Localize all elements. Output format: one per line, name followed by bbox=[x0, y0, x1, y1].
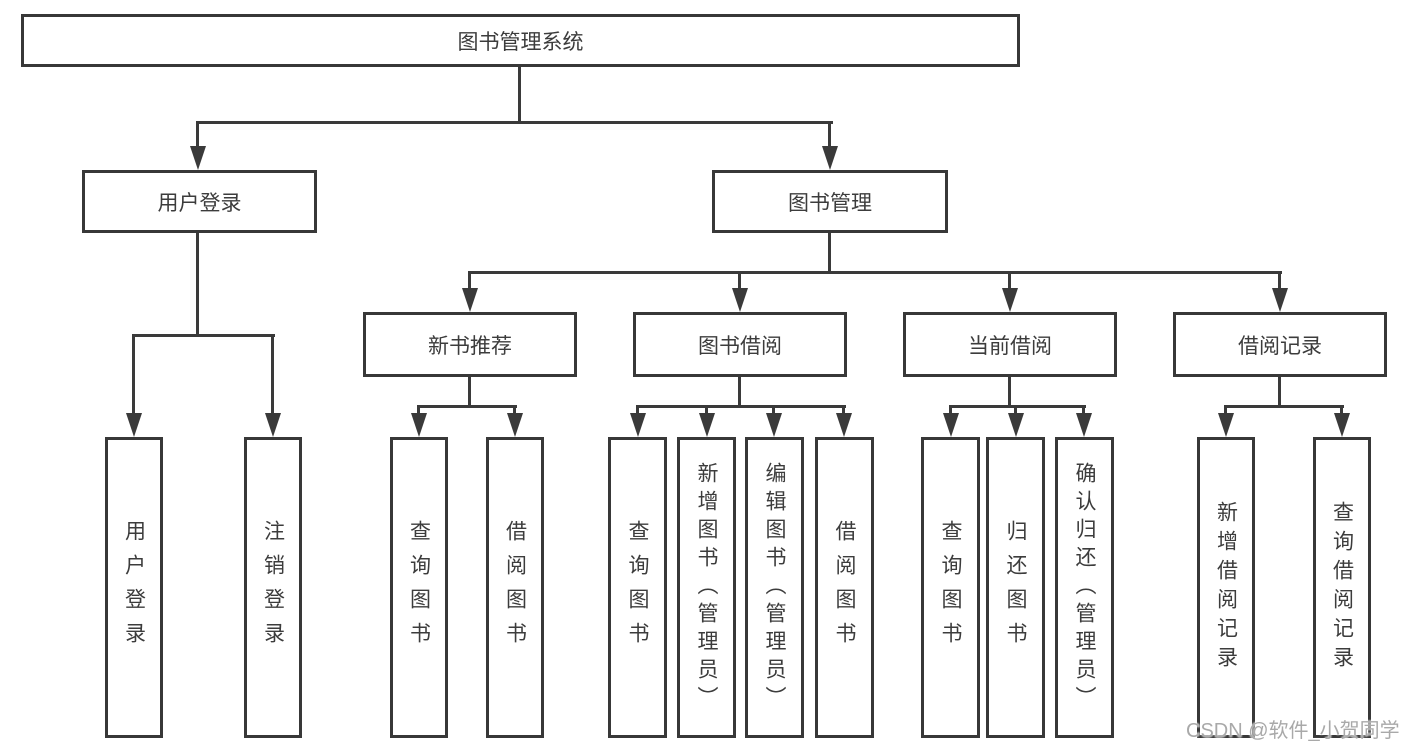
leaf-user-login: 用户登录 bbox=[105, 437, 163, 738]
connector-line bbox=[196, 121, 199, 149]
node-user-login: 用户登录 bbox=[82, 170, 317, 233]
connector-line bbox=[1224, 405, 1344, 408]
leaf-borrow-books-recommend-label: 借阅图书 bbox=[503, 519, 527, 656]
leaf-return-books: 归还图书 bbox=[986, 437, 1045, 738]
leaf-query-books-current-label: 查询图书 bbox=[939, 519, 962, 656]
connector-line bbox=[1014, 405, 1017, 416]
connector-line bbox=[1278, 271, 1281, 291]
arrowhead-down-icon bbox=[630, 413, 646, 437]
arrowhead-down-icon bbox=[1008, 413, 1024, 437]
leaf-confirm-return-admin: 确认归还（管理员） bbox=[1055, 437, 1114, 738]
connector-line bbox=[636, 405, 639, 416]
leaf-logout: 注销登录 bbox=[244, 437, 302, 738]
connector-line bbox=[417, 405, 420, 416]
leaf-borrow-books-label: 借阅图书 bbox=[833, 519, 856, 656]
leaf-add-books-admin: 新增图书（管理员） bbox=[677, 437, 736, 738]
leaf-query-borrow-record-label: 查询借阅记录 bbox=[1330, 500, 1354, 675]
node-borrowing-records-label: 借阅记录 bbox=[1238, 334, 1322, 358]
arrowhead-down-icon bbox=[411, 413, 427, 437]
node-borrowing-records: 借阅记录 bbox=[1173, 312, 1387, 377]
connector-line bbox=[705, 405, 708, 416]
connector-line bbox=[828, 233, 831, 274]
connector-line bbox=[1008, 377, 1011, 408]
connector-line bbox=[513, 405, 516, 416]
leaf-add-borrow-record-label: 新增借阅记录 bbox=[1214, 500, 1238, 675]
connector-line bbox=[772, 405, 775, 416]
leaf-user-login-label: 用户登录 bbox=[122, 519, 146, 656]
connector-line bbox=[949, 405, 952, 416]
arrowhead-down-icon bbox=[1218, 413, 1234, 437]
leaf-query-books-borrowing-label: 查询图书 bbox=[626, 519, 649, 656]
connector-line bbox=[271, 334, 274, 416]
node-library-management-system-label: 图书管理系统 bbox=[457, 30, 584, 54]
connector-line bbox=[1008, 271, 1011, 291]
connector-line bbox=[518, 67, 521, 123]
connector-line bbox=[132, 334, 135, 416]
arrowhead-down-icon bbox=[699, 413, 715, 437]
connector-line bbox=[738, 271, 741, 291]
arrowhead-down-icon bbox=[1002, 288, 1018, 312]
leaf-logout-label: 注销登录 bbox=[261, 519, 285, 656]
leaf-add-books-admin-label: 新增图书（管理员） bbox=[695, 461, 718, 714]
node-book-management: 图书管理 bbox=[712, 170, 948, 233]
leaf-return-books-label: 归还图书 bbox=[1004, 519, 1027, 656]
node-current-borrowing: 当前借阅 bbox=[903, 312, 1117, 377]
leaf-add-borrow-record: 新增借阅记录 bbox=[1197, 437, 1255, 738]
node-user-login-label: 用户登录 bbox=[157, 191, 242, 215]
connector-line bbox=[842, 405, 845, 416]
arrowhead-down-icon bbox=[190, 146, 206, 170]
connector-line bbox=[417, 405, 517, 408]
connector-line bbox=[738, 377, 741, 408]
arrowhead-down-icon bbox=[943, 413, 959, 437]
connector-line bbox=[1082, 405, 1085, 416]
connector-line bbox=[1340, 405, 1343, 416]
leaf-borrow-books: 借阅图书 bbox=[815, 437, 874, 738]
leaf-confirm-return-admin-label: 确认归还（管理员） bbox=[1073, 461, 1096, 714]
connector-line bbox=[636, 405, 846, 408]
leaf-query-books-recommend: 查询图书 bbox=[390, 437, 448, 738]
arrowhead-down-icon bbox=[822, 146, 838, 170]
node-new-book-recommendation-label: 新书推荐 bbox=[428, 334, 512, 358]
leaf-query-books-borrowing: 查询图书 bbox=[608, 437, 667, 738]
arrowhead-down-icon bbox=[126, 413, 142, 437]
arrowhead-down-icon bbox=[265, 413, 281, 437]
leaf-query-borrow-record: 查询借阅记录 bbox=[1313, 437, 1371, 738]
leaf-edit-books-admin-label: 编辑图书（管理员） bbox=[763, 461, 786, 714]
arrowhead-down-icon bbox=[836, 413, 852, 437]
connector-line bbox=[949, 405, 1086, 408]
arrowhead-down-icon bbox=[507, 413, 523, 437]
csdn-watermark: CSDN @软件_小贺同学 bbox=[1186, 720, 1400, 742]
connector-line bbox=[828, 121, 831, 149]
arrowhead-down-icon bbox=[462, 288, 478, 312]
arrowhead-down-icon bbox=[1076, 413, 1092, 437]
leaf-borrow-books-recommend: 借阅图书 bbox=[486, 437, 544, 738]
node-book-borrowing: 图书借阅 bbox=[633, 312, 847, 377]
connector-line bbox=[196, 233, 199, 337]
arrowhead-down-icon bbox=[1272, 288, 1288, 312]
arrowhead-down-icon bbox=[1334, 413, 1350, 437]
node-current-borrowing-label: 当前借阅 bbox=[968, 334, 1052, 358]
connector-line bbox=[468, 271, 471, 291]
leaf-edit-books-admin: 编辑图书（管理员） bbox=[745, 437, 804, 738]
connector-line bbox=[468, 377, 471, 408]
connector-line bbox=[1224, 405, 1227, 416]
node-book-management-label: 图书管理 bbox=[788, 191, 872, 215]
arrowhead-down-icon bbox=[766, 413, 782, 437]
connector-line bbox=[468, 271, 1282, 274]
leaf-query-books-current: 查询图书 bbox=[921, 437, 980, 738]
node-new-book-recommendation: 新书推荐 bbox=[363, 312, 577, 377]
node-library-management-system: 图书管理系统 bbox=[21, 14, 1020, 67]
connector-line bbox=[197, 121, 833, 124]
node-book-borrowing-label: 图书借阅 bbox=[698, 334, 782, 358]
connector-line bbox=[132, 334, 275, 337]
arrowhead-down-icon bbox=[732, 288, 748, 312]
leaf-query-books-recommend-label: 查询图书 bbox=[407, 519, 431, 656]
connector-line bbox=[1278, 377, 1281, 408]
